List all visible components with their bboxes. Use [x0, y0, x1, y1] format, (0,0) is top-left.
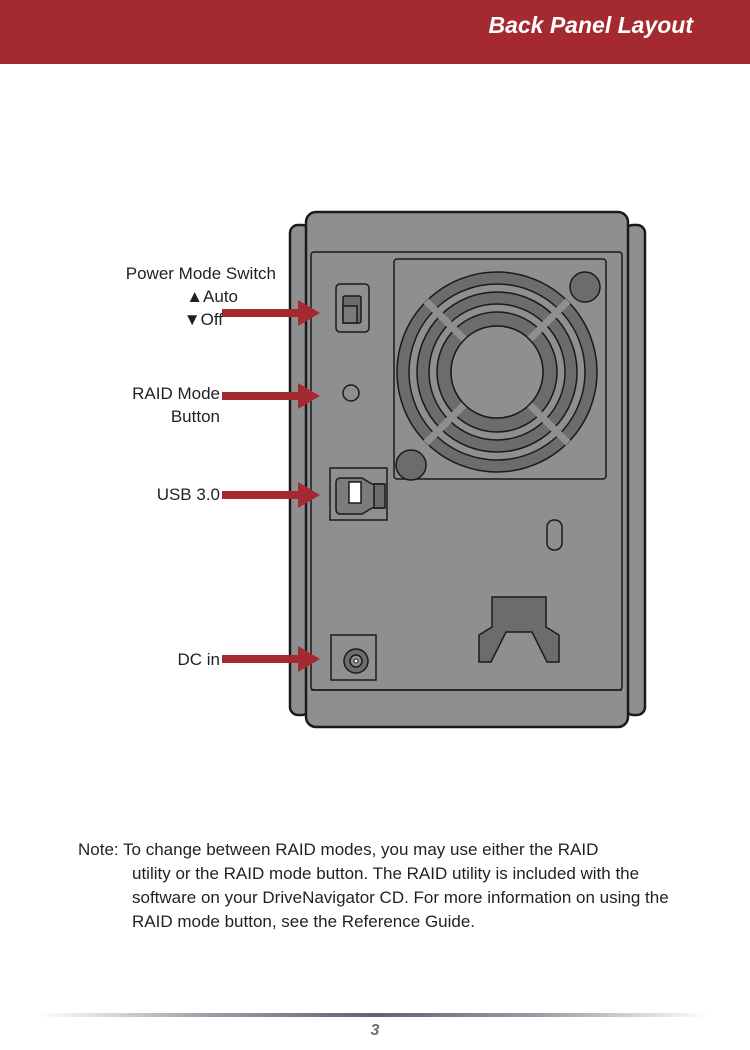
cable-hook [478, 596, 560, 663]
note-body: utility or the RAID mode button. The RAI… [132, 864, 669, 931]
screw [395, 449, 427, 481]
raid-mode-button [342, 384, 360, 402]
label-text: Button [170, 407, 220, 426]
fan-grille-icon [396, 271, 598, 473]
security-slot [546, 519, 563, 551]
page-number: 3 [370, 1022, 380, 1039]
auto-label: ▲Auto [186, 287, 238, 306]
arrow-usb [222, 482, 320, 508]
note-first-line: Note: To change between RAID modes, you … [78, 840, 599, 859]
screw [569, 271, 601, 303]
off-label: ▼Off [183, 310, 223, 329]
page-title: Back Panel Layout [488, 12, 693, 38]
raid-mode-button-label: RAID Mode Button [132, 382, 220, 428]
page-header: Back Panel Layout [0, 0, 750, 64]
usb-label: USB 3.0 [156, 485, 220, 504]
arrow-power-mode [222, 300, 320, 326]
dc-in-label: DC in [177, 650, 220, 669]
arrow-raid-mode [222, 383, 320, 409]
power-mode-switch-label: Power Mode Switch ▲Auto ▼Off [126, 262, 276, 331]
label-text: Power Mode Switch [125, 264, 276, 283]
footer-divider [40, 1013, 710, 1017]
label-text: RAID Mode [132, 384, 220, 403]
arrow-dc-in [222, 646, 320, 672]
note-paragraph: Note: To change between RAID modes, you … [78, 838, 708, 934]
